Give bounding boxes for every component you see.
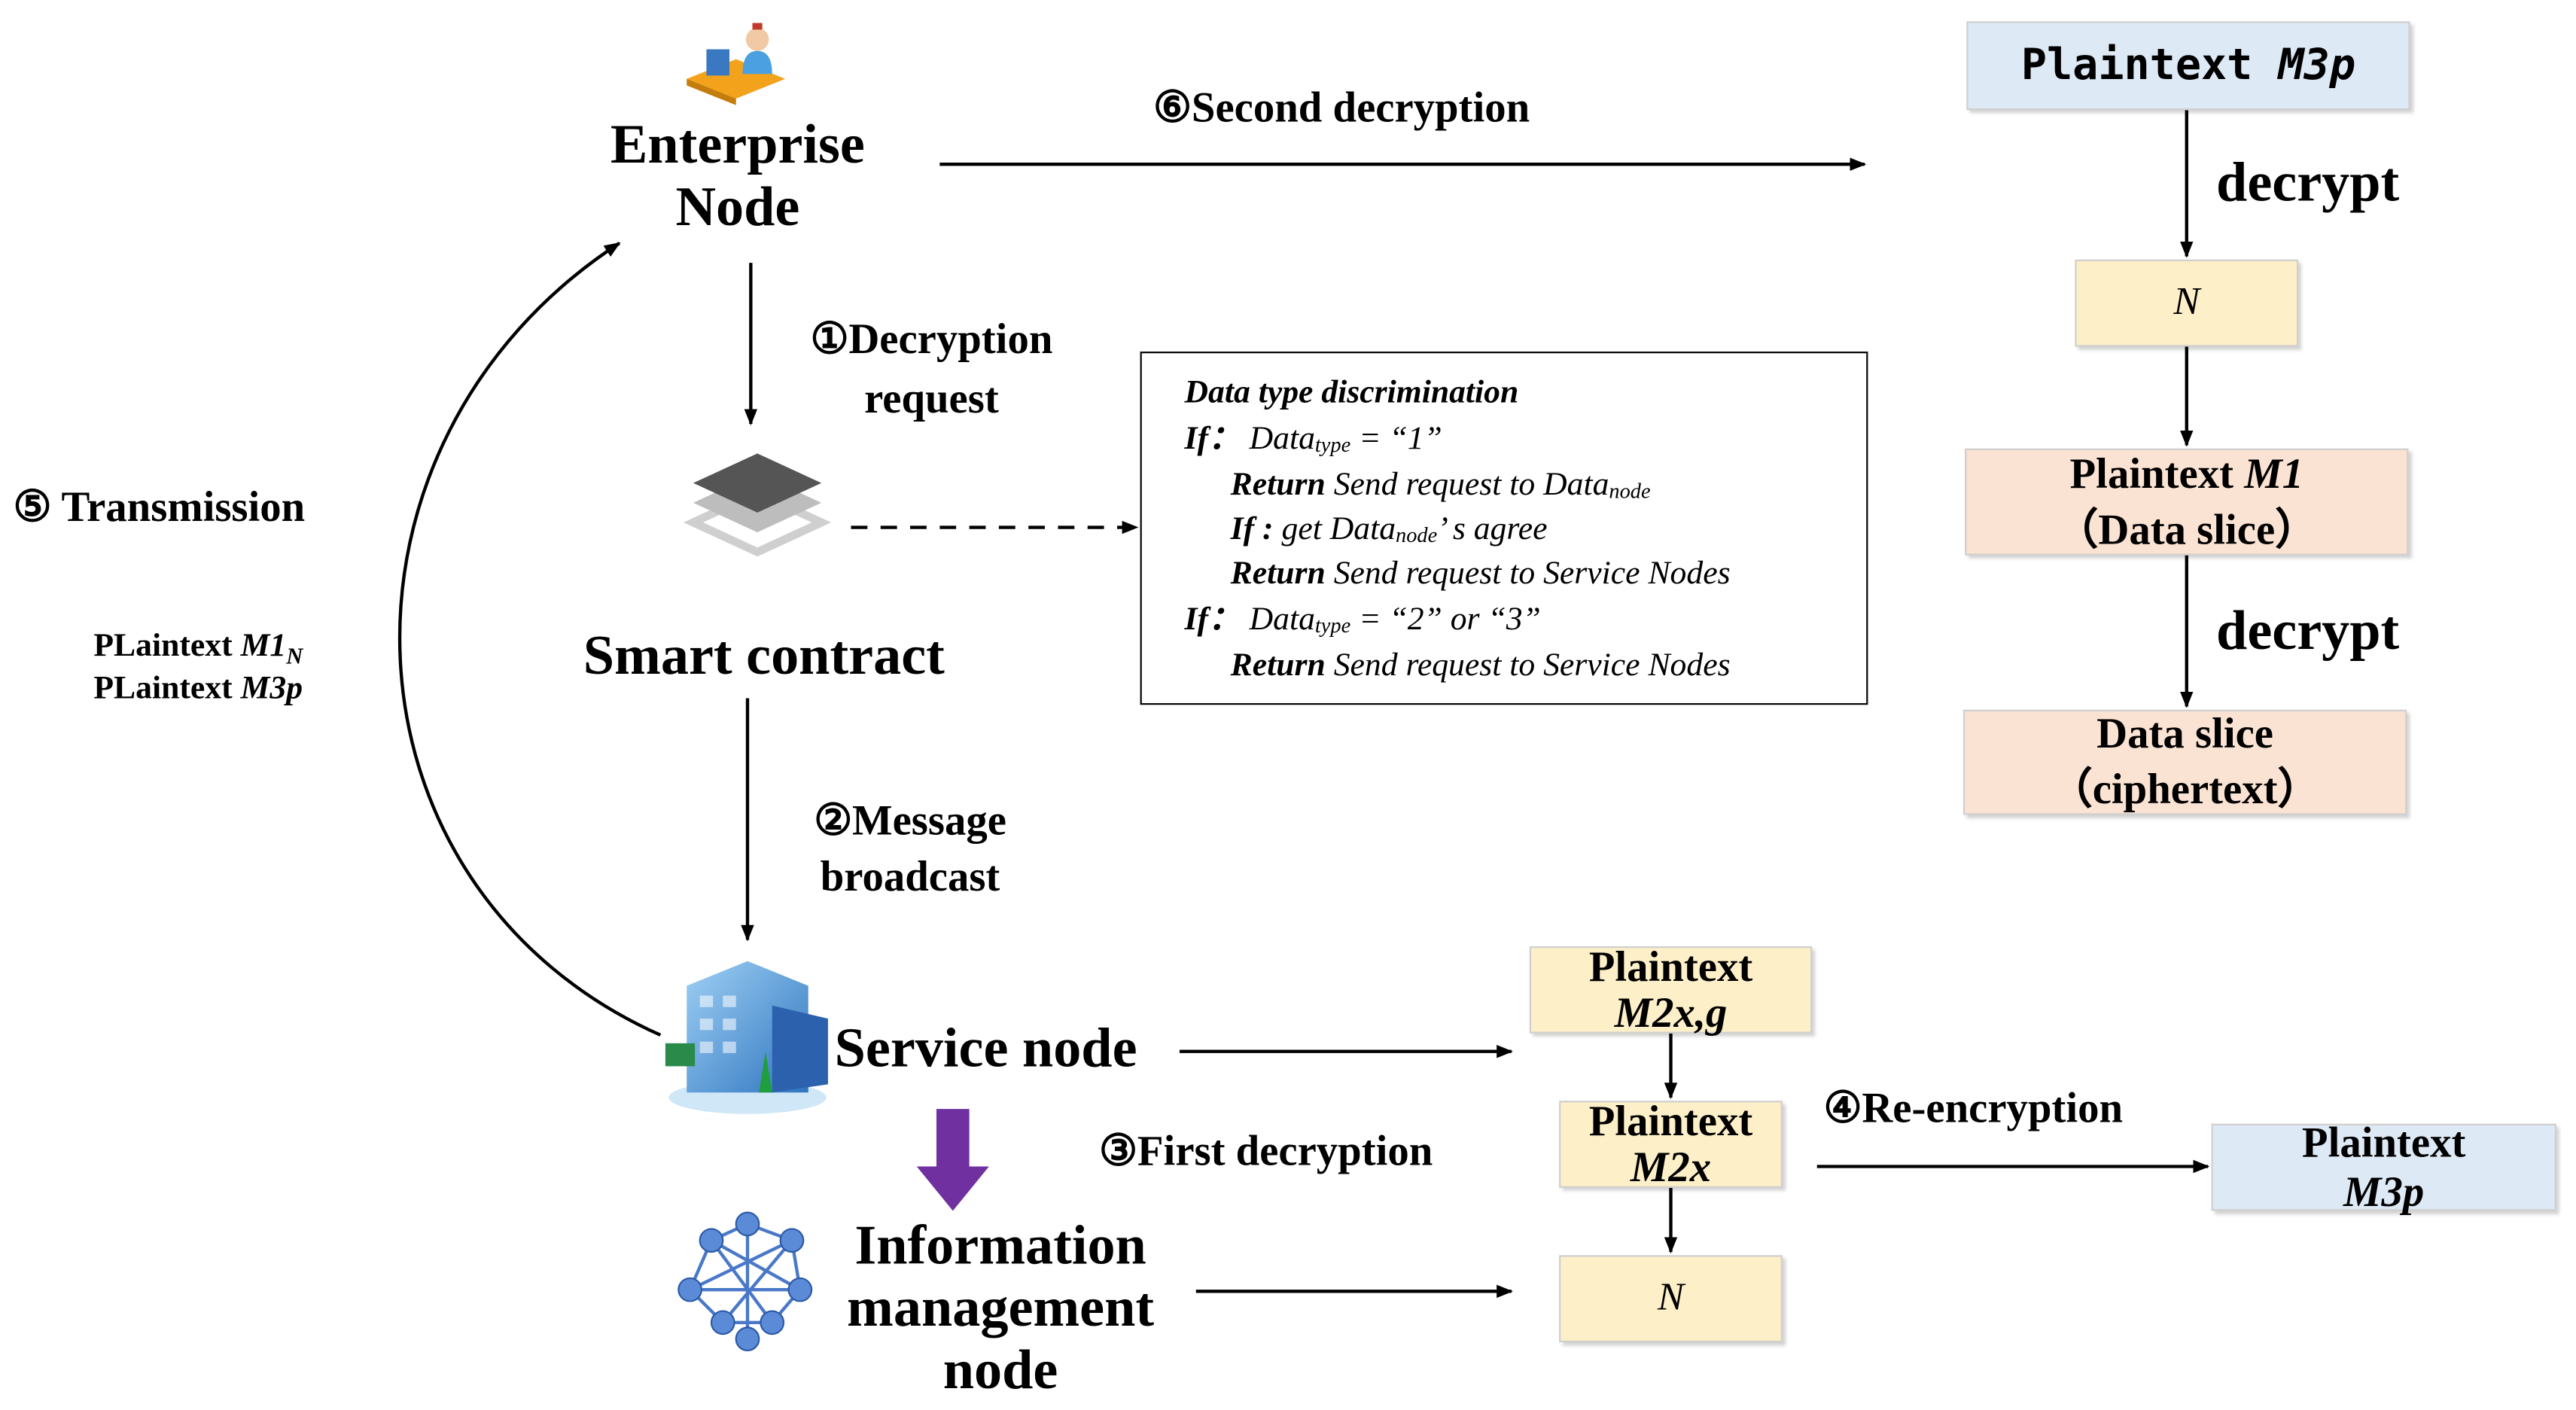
plaintext-m3p-top-box: Plaintext M3p: [1966, 21, 2410, 111]
step5-label: ⑤ Transmission: [13, 483, 306, 531]
step3-label: ③First decryption: [1099, 1127, 1433, 1175]
smart-contract-label: Smart contract: [583, 626, 945, 687]
transmission-payload-m3p: PLaintext M3p: [93, 670, 303, 707]
service-node-label: Service node: [834, 1019, 1137, 1080]
enterprise-user-icon: [687, 23, 786, 105]
step2-label: ②Message broadcast: [814, 796, 1006, 900]
plaintext-m2xg-box: Plaintext M2x,g: [1529, 943, 1813, 1035]
step4-label: ④Re-encryption: [1823, 1084, 2124, 1132]
purple-down-arrow: [916, 1109, 989, 1211]
network-nodes: [677, 1211, 813, 1352]
plaintext-m1-box: Plaintext M1 （Data slice）: [1965, 448, 2409, 556]
service-building-icon: [665, 961, 828, 1114]
n-box-right: N: [2075, 259, 2299, 347]
transmission-payload-m1n: PLaintext M1N: [93, 627, 303, 671]
plaintext-m2x-box: Plaintext M2x: [1559, 1098, 1783, 1189]
decrypt-label-1: decrypt: [2216, 152, 2400, 214]
step6-label: ⑥Second decryption: [1153, 84, 1530, 132]
enterprise-node-label: Enterprise Node: [610, 114, 865, 239]
smart-contract-stack-icon: [683, 453, 832, 557]
arrow-transmission-curve: [397, 242, 662, 1037]
step1-label: ①Decryption request: [810, 315, 1053, 422]
data-type-discrimination-box: Data type discrimination If： Datatype = …: [1140, 352, 1868, 705]
plaintext-m3p-lower-box: Plaintext M3p: [2211, 1118, 2556, 1215]
information-management-node-label: Information management node: [847, 1215, 1155, 1402]
decrypt-label-2: decrypt: [2216, 601, 2400, 662]
data-slice-ciphertext-box: Data slice （ciphertext）: [1962, 709, 2407, 815]
n-box-lower: N: [1559, 1255, 1783, 1343]
